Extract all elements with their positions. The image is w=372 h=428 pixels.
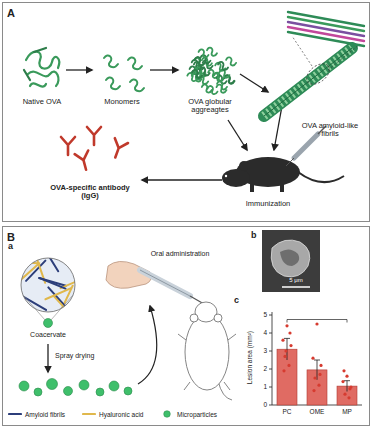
monomers <box>104 55 144 91</box>
legend-swatch <box>8 410 22 418</box>
category-label: MP <box>333 408 361 415</box>
hand-syringe <box>106 261 204 304</box>
stage-label: Immunization <box>228 200 308 208</box>
legend-text: Amyloid fibrils <box>25 411 65 418</box>
legend-swatch <box>160 410 174 418</box>
legend-swatch <box>82 410 96 418</box>
legend-item: Amyloid fibrils <box>8 410 65 418</box>
stage-label: OVA amyloid-like fibrils <box>295 122 365 139</box>
panel-letter: a <box>8 242 28 252</box>
stage-label: Native OVA <box>11 98 73 106</box>
panel-letter: c <box>234 296 246 306</box>
stage-label: OVA-specific antibody (IgG) <box>44 184 136 201</box>
bar-chart <box>269 312 362 405</box>
tick-label: 0 <box>253 401 267 408</box>
tick-label: 3 <box>253 347 267 354</box>
scale-label: 5 μm <box>276 277 316 284</box>
panel-letter: A <box>3 5 19 21</box>
coacervate-dot <box>44 319 53 328</box>
panel-letter: b <box>251 231 263 241</box>
stage-label: Monomers <box>91 98 153 106</box>
category-label: PC <box>273 408 301 415</box>
native-protein <box>24 48 59 87</box>
axis-title: Lesion area (mm²) <box>246 310 253 406</box>
microparticles <box>19 379 132 397</box>
coacervate-zoom <box>10 246 86 317</box>
step-label: Spray drying <box>55 352 125 360</box>
legend-item: Hyaluronic acid <box>82 410 143 418</box>
sem-image <box>262 230 320 292</box>
stage-label: OVA globular aggreagtes <box>177 98 243 115</box>
legend-text: Hyaluronic acid <box>99 411 143 418</box>
stage-label: Coacervate <box>16 331 80 339</box>
tick-label: 1 <box>253 383 267 390</box>
antibodies <box>61 127 128 172</box>
oral-arrow <box>138 306 157 384</box>
syringe <box>286 126 326 166</box>
tick-label: 2 <box>253 365 267 372</box>
tick-label: 4 <box>253 329 267 336</box>
legend-text: Microparticles <box>177 411 217 418</box>
step-label: Oral administration <box>138 250 222 258</box>
amyloid-fibril <box>264 12 364 116</box>
globular-aggregate <box>187 48 236 95</box>
legend-item: Microparticles <box>160 410 217 418</box>
spray-arrow <box>47 344 48 372</box>
tick-label: 5 <box>253 311 267 318</box>
category-label: OME <box>303 408 331 415</box>
mouse-upside-down <box>178 302 236 400</box>
mouse-silhouette <box>222 157 344 192</box>
